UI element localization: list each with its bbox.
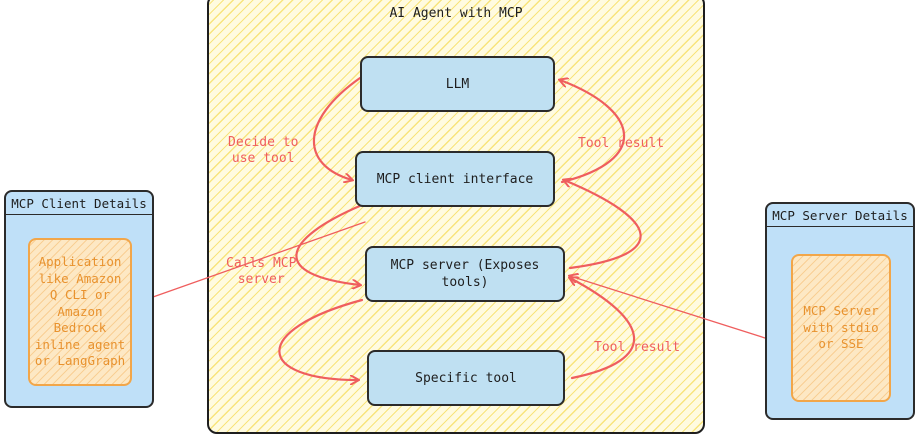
client-line: Bedrock [53,320,107,336]
client-panel-content: Application like Amazon Q CLI or Amazon … [28,238,132,386]
arrow-decide-to-use-tool [312,76,362,180]
arrow-tool-result-upper [560,80,626,184]
node-llm: LLM [360,56,555,112]
link-client-panel [152,221,366,298]
label-decide-to-use-tool: Decide to use tool [228,135,298,167]
arrow-calls-mcp-server [295,203,364,285]
client-details-panel: MCP Client Details Application like Amaz… [4,190,154,408]
connector-layer [152,76,766,425]
node-llm-label: LLM [445,76,470,92]
client-line: inline agent [34,336,126,352]
label-decide-line2: use tool [231,151,295,166]
node-specific-tool: Specific tool [367,350,565,406]
server-line: with stdio [803,319,879,335]
server-panel-title: MCP Server Details [767,208,913,227]
frame-title: AI Agent with MCP [389,6,523,21]
node-tool-label: Specific tool [415,370,517,386]
node-client-label: MCP client interface [376,171,534,187]
server-panel-content: MCP Server with stdio or SSE [791,254,891,402]
label-tool-result-upper: Tool result [578,136,665,151]
label-calls-line1: Calls MCP [226,256,297,271]
node-server-label-line1: MCP server (Exposes [390,258,540,273]
label-calls-mcp-server: Calls MCP server [226,256,296,288]
client-line: like Amazon [38,270,122,286]
node-mcp-client-interface: MCP client interface [355,151,555,207]
client-line: or LangGraph [34,353,126,369]
client-panel-title: MCP Client Details [6,196,152,215]
arrow-server-to-client [564,180,642,270]
client-line: Q CLI or [49,287,111,303]
label-tool-result-lower: Tool result [594,340,681,355]
arrow-tool-result-lower [570,278,636,380]
client-line: Amazon [57,303,103,319]
arrow-server-to-tool [278,298,364,380]
node-server-label-line2: tools) [441,275,489,290]
label-decide-line1: Decide to [228,135,299,150]
server-line: MCP Server [803,303,879,319]
node-mcp-server: MCP server (Exposes tools) [365,246,565,302]
link-server-panel [570,276,766,339]
server-details-panel: MCP Server Details MCP Server with stdio… [765,202,915,420]
label-calls-line2: server [237,272,285,287]
client-line: Application [38,254,122,270]
server-line: or SSE [818,336,864,352]
